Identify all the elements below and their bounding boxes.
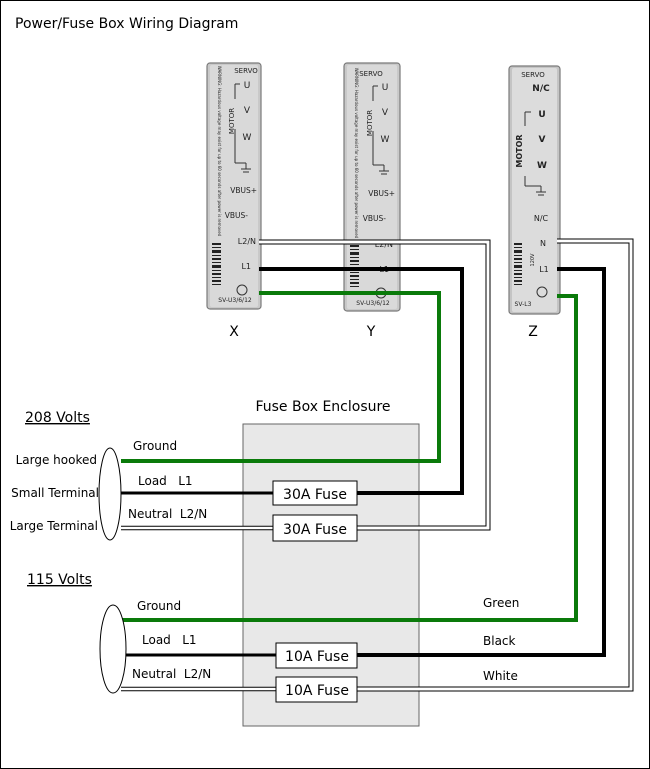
drive-x-w-label: W: [243, 133, 252, 143]
wire-label-load-115: Load L1: [142, 633, 197, 647]
color-label-white: White: [483, 669, 518, 683]
drive-z-motor-label: MOTOR: [515, 134, 524, 167]
terminal-small: Small Terminal: [11, 486, 99, 500]
plug-208: [98, 447, 122, 541]
load-wire-208: [259, 267, 464, 495]
neutral-wire-208: [259, 240, 490, 530]
drive-y-vbus-minus-label: VBUS-: [363, 214, 387, 223]
drive-y-model: SV-U3/6/12: [356, 300, 390, 307]
plug-115: [99, 604, 127, 694]
wire-label-load-208: Load L1: [138, 474, 193, 488]
drive-z-barcode: [514, 243, 522, 285]
drive-z-voltage: 120V: [530, 253, 536, 267]
fuse-10a-load: 10A Fuse: [275, 642, 358, 669]
drive-x-earth-icon: [236, 284, 248, 296]
wire-label-neutral-208: Neutral L2/N: [128, 507, 207, 521]
drive-x-vbus-minus-label: VBUS-: [225, 211, 249, 220]
color-label-green: Green: [483, 596, 519, 610]
drive-y-u-label: U: [382, 83, 389, 93]
wire-label-ground-208: Ground: [133, 439, 177, 453]
fuse-30a-load-label: 30A Fuse: [283, 487, 347, 503]
drive-x-l2n-label: L2/N: [238, 237, 256, 246]
color-label-black: Black: [483, 634, 516, 648]
drive-y-w-label: W: [381, 135, 390, 145]
fuse-box-enclosure: [242, 423, 420, 727]
drive-z-ground-symbol: [524, 111, 546, 196]
drive-z-n-label: N: [540, 239, 546, 248]
drive-x-vbus-plus-label: VBUS+: [230, 186, 257, 195]
wire-label-neutral-115: Neutral L2/N: [132, 667, 211, 681]
drive-x-model: SV-U3/6/12: [218, 297, 252, 304]
fuse-10a-neutral-label: 10A Fuse: [285, 683, 349, 699]
drive-z-servo-label: SERVO: [521, 71, 545, 79]
drive-x-v-label: V: [244, 106, 251, 116]
drive-z-u-label: U: [538, 110, 545, 120]
drive-y-label: Y: [366, 324, 376, 340]
drive-y-v-label: V: [382, 108, 389, 118]
drive-z-nc-mid-label: N/C: [534, 214, 549, 223]
ground-wire-208: [121, 291, 441, 463]
drive-x-u-label: U: [244, 81, 251, 91]
drive-x-warning: WARNING: Hazardous voltage may exist for…: [217, 66, 222, 237]
drive-y: SERVO U V W MOTOR WARNING: Hazardous vol…: [343, 62, 401, 340]
fuse-30a-neutral-label: 30A Fuse: [283, 522, 347, 538]
drive-z-w-label: W: [537, 161, 547, 171]
drive-z: SERVO N/C U V W MOTOR N/C N L1 120V SV-L…: [508, 65, 561, 340]
heading-115-volts: 115 Volts: [27, 572, 92, 588]
drive-y-vbus-plus-label: VBUS+: [368, 189, 395, 198]
drive-z-earth-icon: [536, 286, 548, 298]
drive-z-l1-label: L1: [539, 265, 549, 274]
drive-y-servo-label: SERVO: [359, 70, 383, 78]
fuse-10a-load-label: 10A Fuse: [285, 649, 349, 665]
fuse-30a-neutral: 30A Fuse: [272, 514, 358, 542]
drive-x-l1-label: L1: [241, 262, 251, 271]
drive-y-ground-symbol: [372, 85, 389, 175]
terminal-large-hooked: Large hooked: [16, 453, 97, 467]
ground-wire-115: [121, 294, 578, 622]
drive-x-barcode: [212, 243, 221, 285]
drive-x-motor-label: MOTOR: [228, 108, 236, 134]
drive-y-motor-label: MOTOR: [366, 110, 374, 136]
drive-x-servo-label: SERVO: [234, 67, 258, 75]
drive-z-label: Z: [528, 324, 538, 340]
drive-z-nc-top-label: N/C: [532, 84, 550, 94]
drive-z-model: SV-L3: [515, 301, 532, 308]
heading-208-volts: 208 Volts: [25, 410, 90, 426]
drive-x: SERVO U V W MOTOR WARNING: Hazardous vol…: [206, 62, 262, 340]
diagram-title: Power/Fuse Box Wiring Diagram: [15, 16, 238, 32]
neutral-wire-115: [357, 239, 633, 691]
fuse-10a-neutral: 10A Fuse: [275, 676, 358, 703]
terminal-large: Large Terminal: [10, 519, 98, 533]
drive-y-warning: WARNING: Hazardous voltage may exist for…: [354, 68, 359, 239]
drive-x-ground-symbol: [234, 83, 251, 173]
load-wire-115: [357, 267, 606, 657]
wire-label-ground-115: Ground: [137, 599, 181, 613]
drive-x-label: X: [229, 324, 239, 340]
drive-z-v-label: V: [539, 135, 546, 145]
enclosure-label: Fuse Box Enclosure: [255, 399, 390, 415]
fuse-30a-load: 30A Fuse: [272, 480, 358, 506]
